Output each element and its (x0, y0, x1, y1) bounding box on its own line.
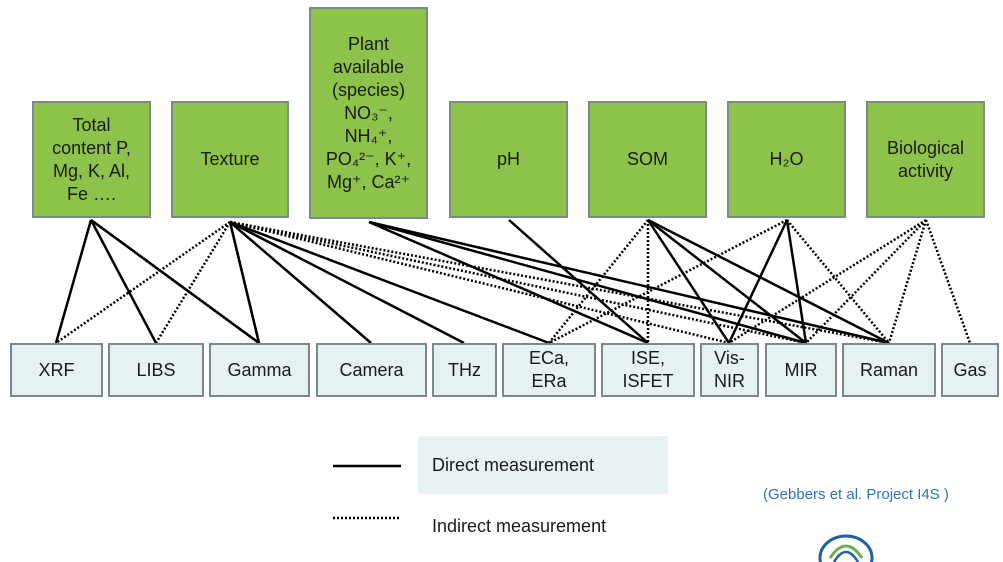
sensor-label-raman: Raman (859, 359, 919, 380)
sensor-label-gamma: Gamma (227, 359, 292, 380)
property-label-ph: pH (496, 149, 520, 169)
sensor-label-ise-isfet: ISE, ISFET (622, 348, 674, 391)
direct-link-som-visnir (646, 219, 731, 344)
species-mg-ca: Mg⁺, Ca²⁺ (326, 171, 410, 192)
sensor-label-gas: Gas (953, 359, 987, 380)
sensor-box-gas: Gas (941, 343, 999, 397)
legend-direct-box: Direct measurement (418, 436, 668, 494)
property-box-h2o: H₂O (727, 101, 846, 218)
direct-link-texture-thz (229, 220, 465, 345)
indirect-link-h2o-raman (786, 219, 890, 344)
legend-direct-label: Direct measurement (432, 454, 595, 475)
sensor-label-thz: THz (448, 359, 481, 380)
property-label-plant-available: Plant available (species) NO₃⁻, NH₄⁺, PO… (325, 33, 412, 192)
indirect-link-texture-visnir (229, 220, 730, 345)
sensor-box-ise-isfet: ISE, ISFET (601, 343, 695, 397)
indirect-measurement-lines (55, 218, 972, 345)
indirect-link-total-gamma (90, 218, 260, 345)
direct-link-h2o-mir (785, 219, 808, 344)
property-label-total-content: Total content P, Mg, K, Al, Fe …. (52, 114, 131, 204)
legend-solid-line (333, 464, 401, 468)
species-nh4: NH₄⁺, (344, 125, 393, 146)
indirect-link-bio-mir (805, 219, 927, 344)
sensor-label-vis-nir: Vis- NIR (714, 348, 745, 391)
sensor-box-vis-nir: Vis- NIR (700, 343, 759, 397)
indirect-link-texture-mir (229, 220, 807, 345)
direct-link-h2o-visnir (727, 219, 789, 344)
sensor-label-mir: MIR (784, 359, 818, 380)
property-box-total-content: Total content P, Mg, K, Al, Fe …. (32, 101, 151, 218)
property-label-biological-activity: Biological activity (886, 137, 965, 181)
legend-indirect-label: Indirect measurement (432, 515, 607, 536)
sensor-box-mir: MIR (765, 343, 837, 397)
sensor-label-camera: Camera (339, 359, 404, 380)
direct-link-plant-ise (368, 220, 649, 345)
sensor-label-xrf: XRF (38, 359, 75, 380)
atb-logo (800, 528, 1000, 562)
indirect-link-som-eca (548, 219, 649, 344)
indirect-link-texture-gamma (228, 221, 261, 344)
species-po4-k: PO₄²⁻, K⁺, (325, 148, 412, 169)
legend-indirect-box: Indirect measurement (418, 504, 668, 548)
sensor-box-xrf: XRF (10, 343, 103, 397)
property-label-som: SOM (626, 149, 668, 169)
direct-link-total-xrf (54, 219, 93, 344)
indirect-link-h2o-eca (548, 218, 788, 345)
property-box-plant-available: Plant available (species) NO₃⁻, NH₄⁺, PO… (309, 7, 428, 219)
sensor-box-thz: THz (432, 343, 497, 397)
direct-measurement-lines (54, 218, 890, 345)
indirect-link-bio-gas (924, 219, 972, 344)
direct-link-texture-camera (229, 221, 372, 344)
sensor-box-libs: LIBS (108, 343, 204, 397)
sensor-box-raman: Raman (842, 343, 936, 397)
sensor-box-eca-era: ECa, ERa (502, 343, 596, 397)
sensor-label-eca-era: ECa, ERa (528, 348, 570, 391)
sensor-box-gamma: Gamma (209, 343, 310, 397)
direct-link-total-libs (89, 219, 158, 344)
sensor-box-camera: Camera (316, 343, 427, 397)
citation: (Gebbers et al. Project I4S ) (763, 486, 949, 503)
direct-link-som-raman (647, 218, 890, 345)
direct-link-texture-eca (229, 220, 550, 345)
property-label-texture: Texture (200, 149, 260, 169)
property-box-texture: Texture (171, 101, 289, 218)
species-no3: NO₃⁻, (344, 102, 393, 123)
indirect-link-bio-visnir (728, 218, 927, 345)
legend-dotted-line (333, 516, 401, 520)
logo-emblem-icon (818, 534, 874, 562)
property-box-biological-activity: Biological activity (866, 101, 985, 218)
sensor-label-libs: LIBS (136, 359, 176, 380)
property-box-som: SOM (588, 101, 707, 218)
property-box-ph: pH (449, 101, 568, 218)
indirect-link-texture-xrf (55, 220, 231, 345)
direct-link-som-mir (647, 219, 807, 344)
property-label-h2o: H₂O (769, 149, 804, 169)
indirect-link-texture-libs (154, 221, 232, 344)
direct-link-plant-mir (368, 220, 807, 345)
direct-link-ph-ise (508, 219, 649, 344)
indirect-link-bio-raman (887, 219, 928, 344)
